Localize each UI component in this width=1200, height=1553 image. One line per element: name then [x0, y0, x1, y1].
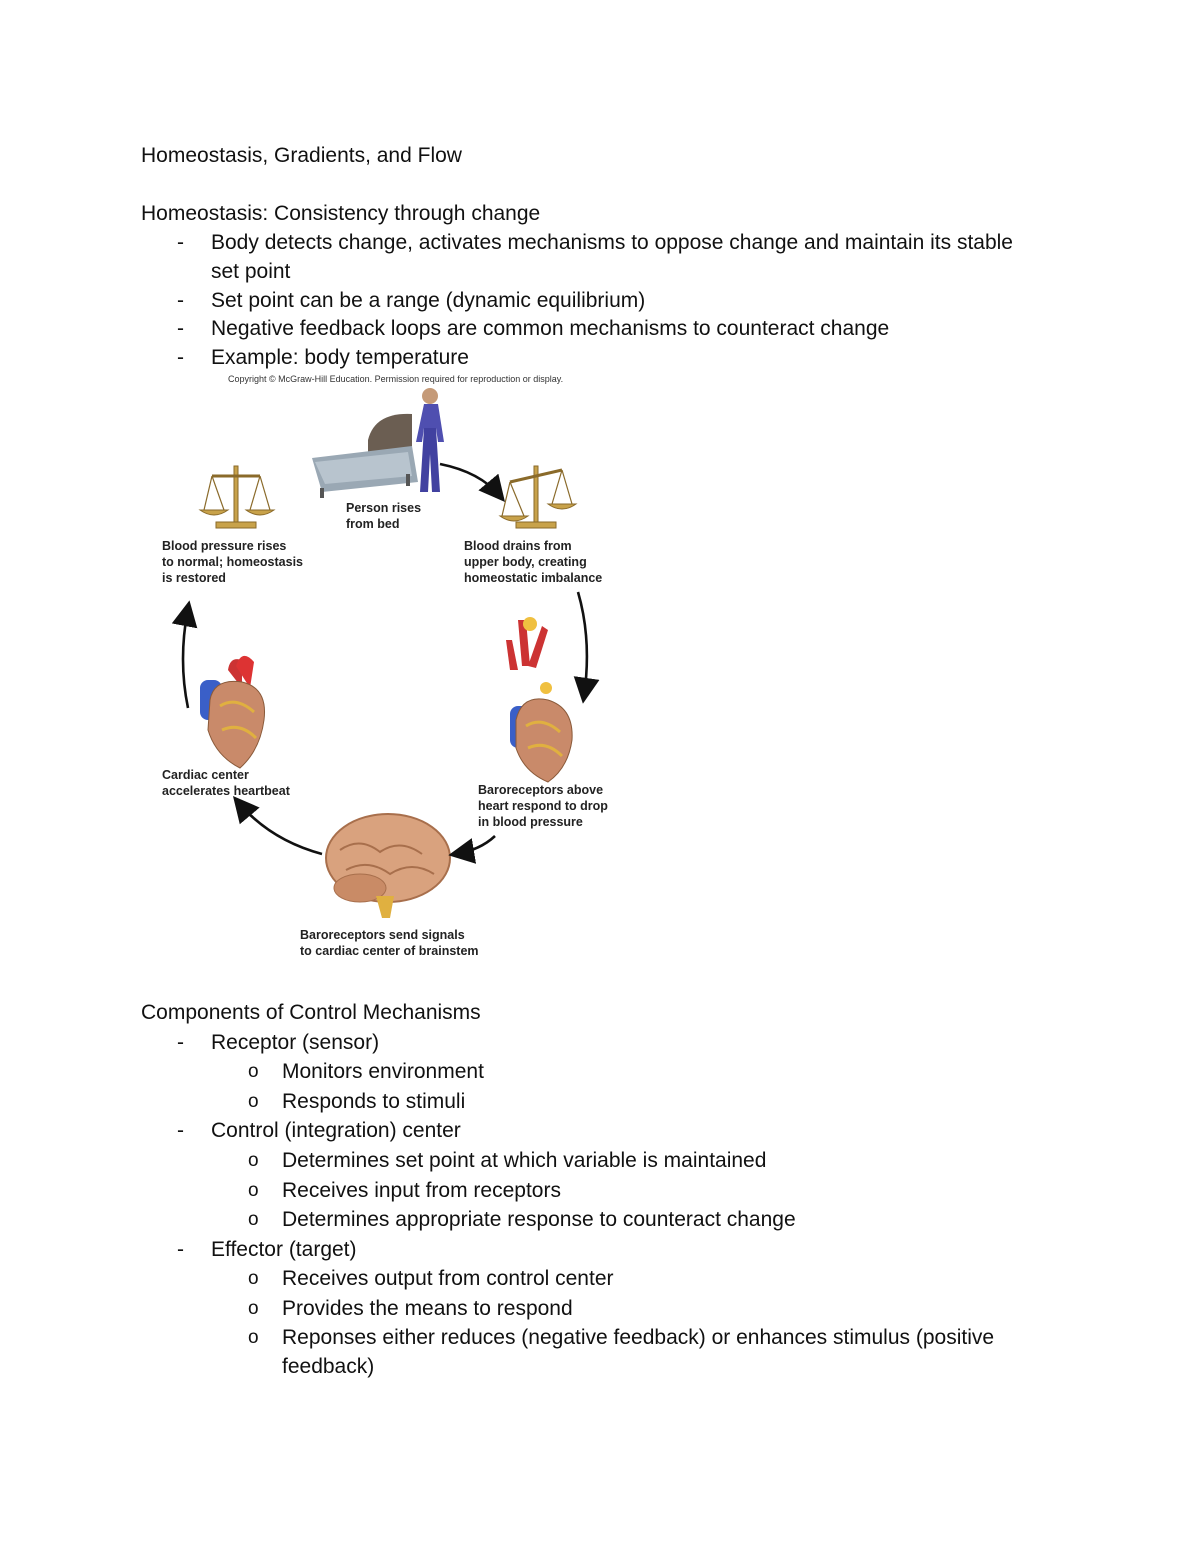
list-item-effector: Effector (target): [211, 1238, 357, 1261]
figure-graphic: [171, 388, 600, 918]
sub-item: Determines set point at which variable i…: [282, 1149, 767, 1172]
circle-marker: o: [248, 1061, 259, 1082]
sub-item: Determines appropriate response to count…: [282, 1208, 796, 1231]
circle-marker: o: [248, 1209, 259, 1230]
caption-person-rises: Person rises from bed: [346, 501, 422, 531]
cycle-arrows: [171, 462, 600, 864]
dash-marker: -: [177, 317, 184, 340]
sub-item: Provides the means to respond: [282, 1297, 573, 1320]
circle-marker: o: [248, 1150, 259, 1171]
dash-marker: -: [177, 346, 184, 369]
heart-illustration-right: [506, 617, 573, 783]
baroreceptor-feedback-figure: Copyright © McGraw-Hill Education. Permi…: [150, 370, 640, 970]
bullet-text: Body detects change, activates mechanism…: [211, 231, 1013, 254]
caption-blood-drains: Blood drains from upper body, creating h…: [464, 539, 603, 585]
section-heading-homeostasis: Homeostasis: Consistency through change: [141, 202, 541, 225]
brain-illustration: [325, 813, 451, 918]
bullet-text-continued: set point: [211, 260, 291, 283]
doc-title: Homeostasis, Gradients, and Flow: [141, 144, 462, 167]
bullet-text: Negative feedback loops are common mecha…: [211, 317, 890, 340]
sub-item-continued: feedback): [282, 1355, 375, 1378]
circle-marker: o: [248, 1268, 259, 1289]
sub-item: Receives output from control center: [282, 1267, 614, 1290]
dash-marker: -: [177, 231, 184, 254]
caption-baroreceptors-respond: Baroreceptors above heart respond to dro…: [478, 783, 608, 829]
dash-marker: -: [177, 1119, 184, 1142]
circle-marker: o: [248, 1091, 259, 1112]
heart-illustration-left: [200, 655, 266, 769]
dash-marker: -: [177, 1031, 184, 1054]
dash-marker: -: [177, 289, 184, 312]
sub-item: Receives input from receptors: [282, 1179, 561, 1202]
circle-marker: o: [248, 1180, 259, 1201]
circle-marker: o: [248, 1298, 259, 1319]
sub-item: Responds to stimuli: [282, 1090, 466, 1113]
dash-marker: -: [177, 1238, 184, 1261]
imbalanced-scale-icon: [498, 465, 578, 529]
caption-baroreceptors-signal: Baroreceptors send signals to cardiac ce…: [300, 928, 479, 958]
bullet-text: Example: body temperature: [211, 346, 469, 369]
copyright-notice: Copyright © McGraw-Hill Education. Permi…: [228, 374, 564, 384]
list-item-receptor: Receptor (sensor): [211, 1031, 380, 1054]
bullet-text: Set point can be a range (dynamic equili…: [211, 289, 646, 312]
bed-illustration: [312, 413, 418, 498]
balanced-scale-icon: [198, 465, 276, 529]
person-illustration: [416, 388, 444, 492]
circle-marker: o: [248, 1327, 259, 1348]
list-item-control-center: Control (integration) center: [211, 1119, 461, 1142]
section-heading-components: Components of Control Mechanisms: [141, 1001, 481, 1024]
caption-cardiac-center: Cardiac center accelerates heartbeat: [162, 768, 290, 798]
caption-homeostasis-restored: Blood pressure rises to normal; homeosta…: [162, 539, 303, 585]
sub-item: Monitors environment: [282, 1060, 484, 1083]
sub-item: Reponses either reduces (negative feedba…: [282, 1326, 995, 1349]
